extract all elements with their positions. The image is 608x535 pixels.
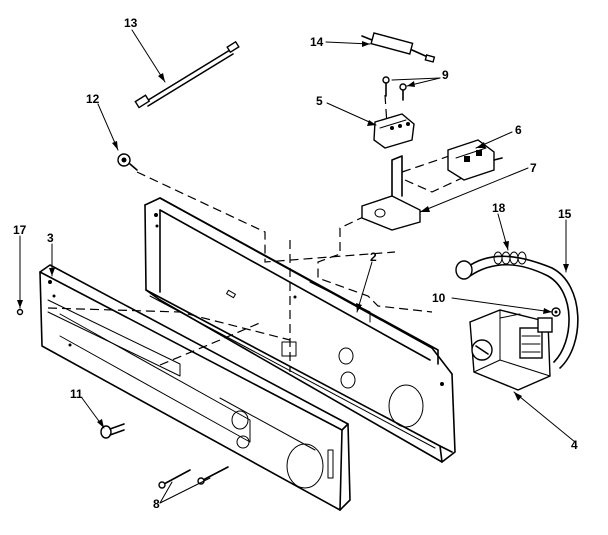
screw-17	[16, 308, 24, 316]
bracket-7	[361, 155, 421, 231]
knob-11	[100, 423, 125, 439]
label-15: 15	[558, 207, 572, 221]
label-8: 8	[153, 497, 160, 511]
label-5: 5	[316, 94, 323, 108]
hose-assembly	[455, 251, 579, 369]
label-14: 14	[310, 35, 324, 49]
screws-9	[382, 76, 407, 101]
label-17: 17	[13, 223, 27, 237]
label-3: 3	[47, 231, 54, 245]
label-12: 12	[86, 92, 100, 106]
timer-control-4	[469, 309, 553, 391]
label-4: 4	[571, 438, 578, 452]
front-panel	[39, 264, 351, 511]
switch-5	[373, 113, 415, 149]
label-9: 9	[442, 68, 449, 82]
wire-harness	[134, 40, 240, 109]
label-2: 2	[370, 250, 377, 264]
resistor-component	[361, 32, 436, 63]
screws-8	[158, 466, 229, 489]
screw-10	[551, 307, 561, 317]
switch-6	[447, 139, 503, 181]
label-7: 7	[530, 161, 537, 175]
label-13: 13	[124, 16, 138, 30]
label-11: 11	[70, 387, 83, 401]
rear-panel	[144, 197, 456, 463]
label-6: 6	[515, 123, 522, 137]
label-18: 18	[492, 201, 506, 215]
label-10: 10	[432, 291, 446, 305]
screw-12	[117, 153, 138, 171]
part-labels: 13 12 14 9 5 6 7 18 15 17 3 2 10 11 4 8	[13, 16, 578, 511]
leader-arrows	[17, 29, 576, 504]
